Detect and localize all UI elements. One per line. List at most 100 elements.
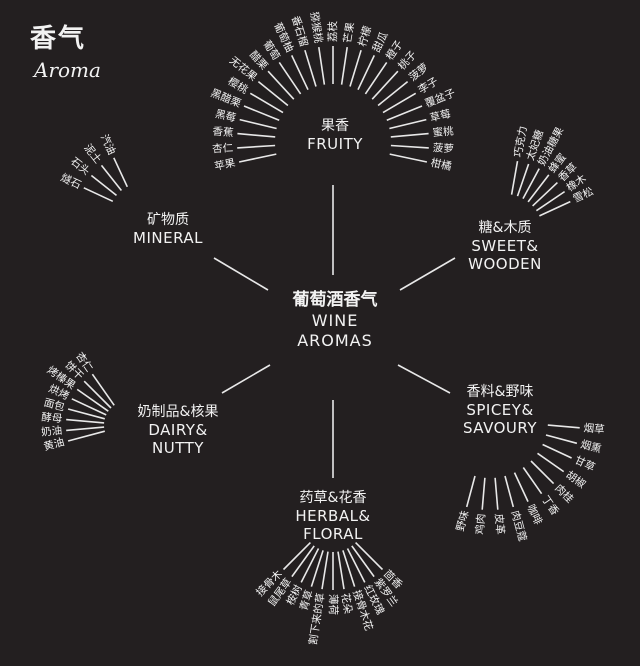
category-spicy-en-1: SPICEY& — [466, 400, 534, 419]
category-sweet-en-1: SWEET& — [471, 236, 539, 255]
title-english: Aroma — [34, 58, 101, 82]
fruity-item-13: 芒果 — [341, 21, 357, 44]
fruity-tick-23 — [390, 144, 429, 149]
sweet-item-0: 巧克力 — [511, 125, 529, 158]
fruity-item-14: 柠檬 — [356, 24, 375, 48]
fruity-tick-19 — [382, 92, 417, 114]
category-sweet-en-2: WOODEN — [468, 254, 542, 273]
herbal-tick-0 — [355, 542, 384, 571]
fruity-tick-7 — [267, 70, 295, 100]
dairy-tick-7 — [91, 373, 115, 406]
spicy-tick-2 — [542, 443, 572, 459]
category-spicy-en-2: SAVOURY — [462, 418, 537, 437]
category-dairy-zh: 奶制品&核果 — [137, 404, 219, 420]
category-fruity: 果香 FRUITY — [285, 118, 385, 153]
spicy-item-1: 烟熏 — [579, 438, 603, 456]
category-spicey-savoury: 香料&野味 SPICEY& SAVOURY — [445, 384, 555, 437]
spicy-tick-10 — [465, 475, 476, 508]
dairy-item-1: 奶油 — [41, 424, 63, 439]
title-chinese: 香气 — [30, 24, 87, 54]
herbal-tick-10 — [282, 542, 311, 571]
fruity-tick-22 — [390, 132, 429, 138]
fruity-tick-14 — [349, 49, 362, 87]
category-sweet-zh: 糖&木质 — [478, 220, 532, 236]
mineral-tick-1 — [90, 174, 117, 197]
center-label-en-2: AROMAS — [297, 331, 373, 351]
fruity-item-2: 香蕉 — [212, 126, 234, 140]
fruity-tick-4 — [243, 105, 280, 122]
herbal-tick-3 — [342, 550, 356, 587]
category-spicy-zh: 香料&野味 — [466, 384, 534, 400]
spicy-tick-1 — [545, 434, 578, 445]
spicy-item-6: 咖啡 — [524, 503, 544, 528]
fruity-tick-3 — [239, 118, 277, 130]
fruity-tick-5 — [249, 92, 284, 114]
spicy-item-10: 野味 — [454, 509, 471, 533]
dairy-tick-4 — [71, 398, 107, 416]
fruity-tick-13 — [340, 46, 348, 85]
herbal-item-5: 薄荷 — [327, 594, 340, 615]
spicy-tick-7 — [504, 475, 515, 508]
fruity-item-0: 苹果 — [213, 156, 237, 173]
fruity-tick-2 — [237, 132, 276, 138]
category-dairy-en-1: DAIRY& — [148, 420, 208, 439]
fruity-item-24: 柑橘 — [430, 156, 454, 173]
herbal-tick-8 — [300, 548, 320, 583]
category-sweet-wooden: 糖&木质 SWEET& WOODEN — [455, 220, 555, 273]
dairy-item-2: 酵母 — [41, 411, 63, 425]
fruity-tick-11 — [318, 46, 326, 85]
fruity-item-3: 黑莓 — [214, 108, 237, 125]
category-fruity-en: FRUITY — [307, 134, 363, 153]
fruity-tick-15 — [357, 55, 376, 91]
spicy-item-2: 甘草 — [573, 453, 598, 474]
fruity-tick-24 — [389, 153, 428, 163]
category-mineral: 矿物质 MINERAL — [118, 212, 218, 247]
spicy-item-5: 丁香 — [539, 494, 561, 518]
fruity-tick-1 — [237, 144, 276, 149]
dairy-item-0: 黄油 — [42, 435, 66, 453]
herbal-tick-6 — [321, 551, 329, 590]
fruity-tick-6 — [257, 80, 289, 107]
sweet-tick-3 — [527, 174, 550, 203]
spicy-tick-6 — [513, 472, 529, 502]
fruity-item-12: 荔枝 — [326, 21, 339, 42]
herbal-tick-2 — [346, 548, 366, 583]
mineral-item-3: 汽油 — [98, 132, 119, 157]
fruity-tick-16 — [364, 61, 388, 95]
spoke-mineral — [213, 257, 269, 291]
sweet-tick-1 — [516, 163, 530, 197]
herbal-tick-9 — [291, 545, 315, 578]
spicy-item-0: 烟草 — [583, 421, 605, 436]
spicy-tick-3 — [537, 452, 565, 473]
fruity-item-11: 猕猴桃 — [308, 11, 326, 45]
spoke-dairy — [221, 364, 271, 394]
herbal-item-7: 青草 — [297, 588, 316, 612]
category-herbal-en-2: FLORAL — [303, 524, 363, 543]
spicy-tick-0 — [547, 424, 580, 429]
center-label-zh: 葡萄酒香气 — [292, 290, 378, 310]
category-herbal-zh: 药草&花香 — [299, 490, 367, 506]
fruity-tick-20 — [386, 105, 423, 122]
sweet-tick-2 — [522, 168, 540, 199]
spicy-item-8: 皮革 — [492, 513, 507, 535]
center-label: 葡萄酒香气 WINE AROMAS — [255, 290, 415, 351]
herbal-tick-4 — [337, 551, 345, 590]
spicy-tick-9 — [481, 477, 486, 510]
category-mineral-en: MINERAL — [133, 228, 203, 247]
fruity-tick-10 — [304, 49, 317, 87]
mineral-tick-0 — [83, 187, 114, 203]
herbal-item-4: 花朵 — [339, 592, 355, 615]
dairy-tick-1 — [66, 426, 105, 432]
fruity-tick-9 — [290, 55, 309, 91]
fruity-item-21: 草莓 — [429, 108, 452, 125]
category-mineral-zh: 矿物质 — [147, 212, 189, 228]
spicy-item-7: 肉豆蔻 — [509, 509, 530, 543]
fruity-tick-0 — [238, 153, 277, 163]
sweet-tick-4 — [532, 182, 558, 207]
fruity-tick-21 — [389, 118, 427, 130]
mineral-item-1: 石头 — [68, 155, 92, 177]
fruity-tick-17 — [371, 70, 399, 100]
fruity-tick-18 — [377, 80, 409, 107]
